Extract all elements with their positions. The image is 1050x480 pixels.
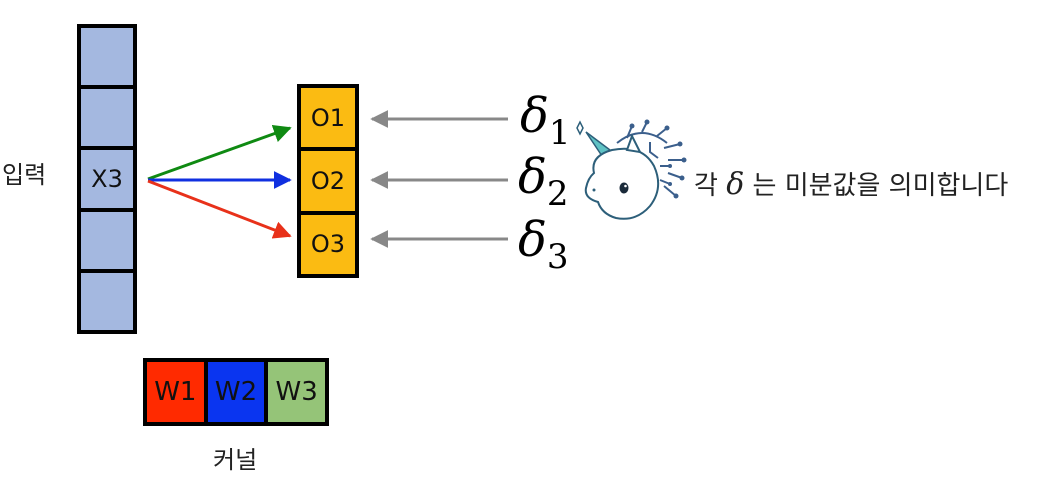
delta-3: δ3 [518, 216, 569, 274]
delta-2-symbol: δ [518, 149, 547, 205]
caption-suffix: 는 미분값을 의미합니다 [744, 171, 1009, 201]
caption-prefix: 각 [694, 171, 727, 201]
delta-1-symbol: δ [520, 88, 549, 144]
input-cell-x3: X3 [81, 150, 133, 208]
delta-2: δ2 [518, 153, 569, 211]
unicorn-mascot-icon [576, 119, 687, 220]
input-cell-4 [81, 211, 133, 269]
delta-2-subscript: 2 [546, 174, 569, 214]
connection-arrow-o1 [147, 125, 292, 181]
input-cell-5 [81, 272, 133, 331]
input-cell-1 [81, 28, 133, 86]
kernel-weight-w1: W1 [147, 362, 204, 422]
input-label: 입력 [2, 161, 47, 189]
output-cell-o3: O3 [301, 214, 355, 274]
output-cell-o1: O1 [301, 88, 355, 148]
output-column: O1 O2 O3 [297, 84, 359, 278]
delta-3-subscript: 3 [546, 237, 569, 277]
caption-text: 각 δ 는 미분값을 의미합니다 [694, 165, 1008, 202]
delta-3-symbol: δ [518, 212, 547, 268]
input-cell-2 [81, 89, 133, 147]
kernel-weight-w2: W2 [207, 362, 265, 422]
input-column: X3 [77, 24, 137, 334]
delta-1-subscript: 1 [548, 113, 571, 153]
delta-1: δ1 [520, 92, 571, 150]
connection-arrow-o3 [147, 179, 292, 239]
kernel-label: 커널 [213, 446, 258, 474]
kernel-row: W1 W2 W3 [143, 358, 329, 426]
caption-delta-symbol: δ [726, 167, 745, 202]
kernel-weight-w3: W3 [268, 362, 326, 422]
output-cell-o2: O2 [301, 151, 355, 211]
